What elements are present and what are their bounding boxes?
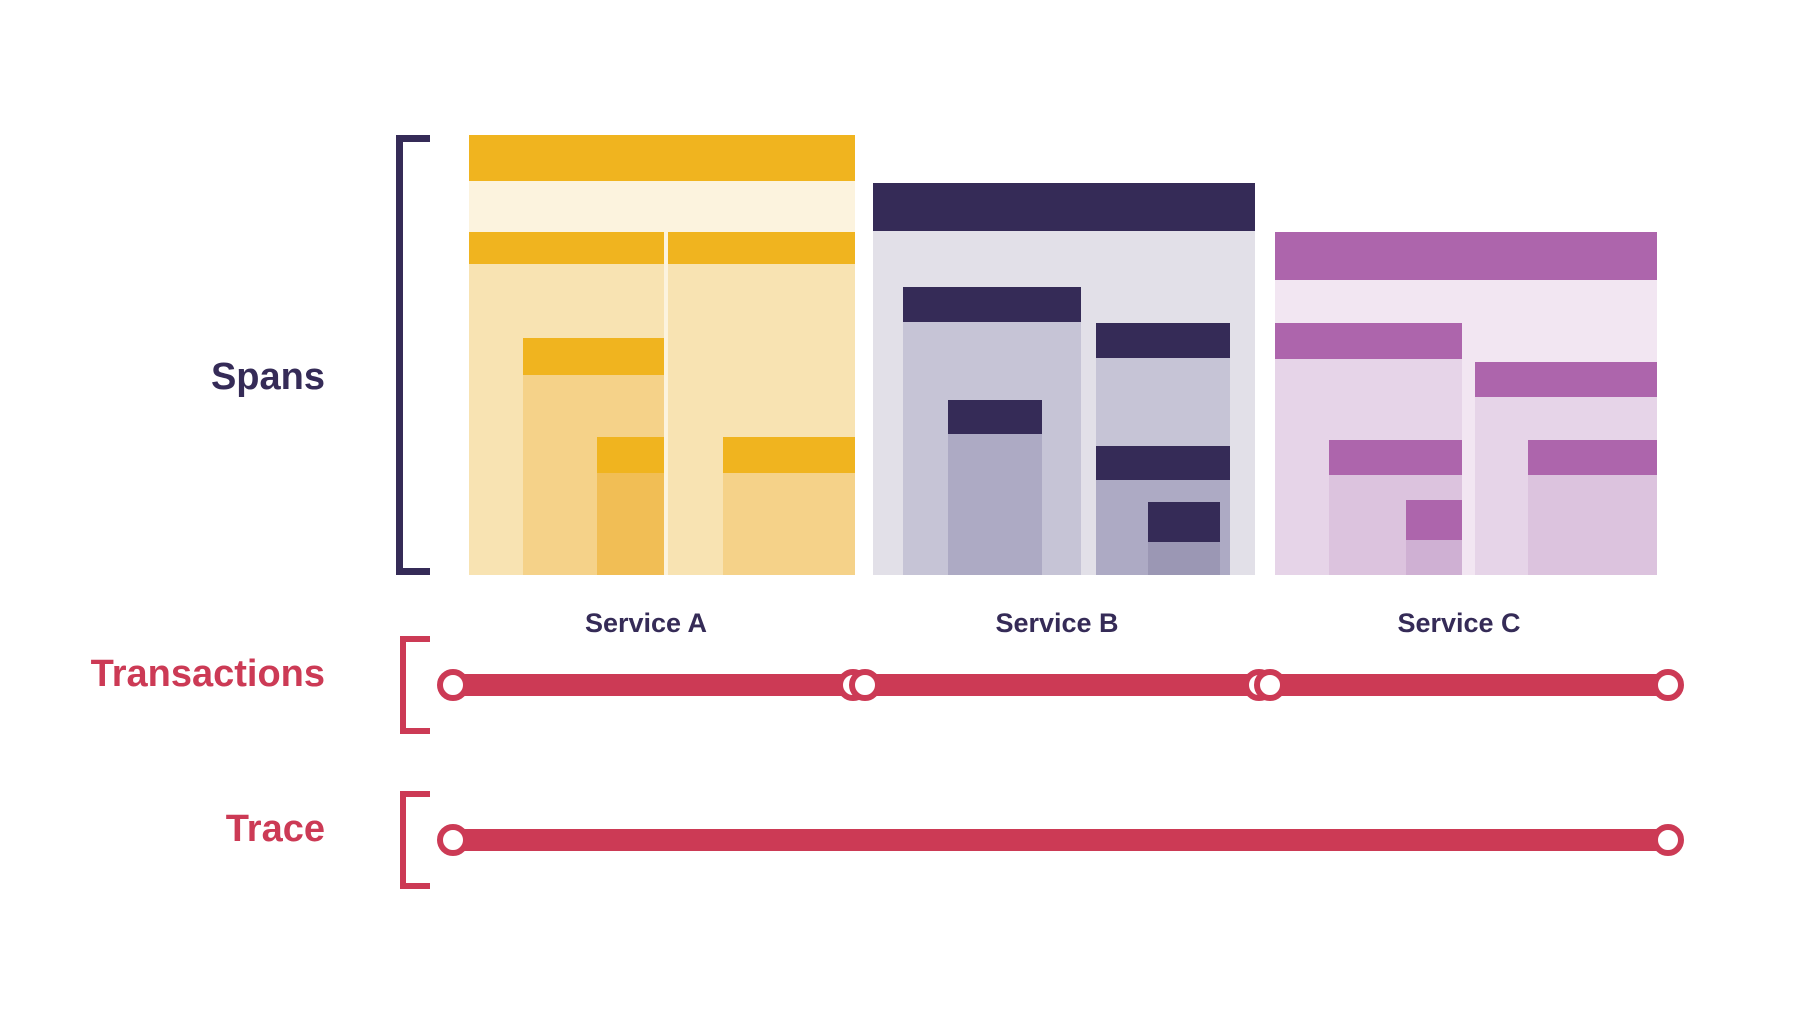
transaction-line-transaction-a <box>453 674 853 696</box>
trace-line-trace-full <box>453 829 1668 851</box>
span-c-grandchild-2 <box>1528 440 1657 575</box>
trace-row-label: Trace <box>225 808 325 850</box>
span-head-a-grandchild-2 <box>723 437 855 473</box>
span-head-b-greatgrandchild-1 <box>1148 502 1220 542</box>
span-head-a-greatgrandchild-1 <box>597 437 664 473</box>
span-head-a-child-2 <box>668 232 855 264</box>
transactions-timeline <box>0 655 1800 715</box>
span-head-c-greatgrandchild-1 <box>1406 500 1462 540</box>
trace-start-dot-trace-full[interactable] <box>437 824 469 856</box>
span-head-a-child-1 <box>469 232 664 264</box>
service-caption-service-c: Service C <box>1397 608 1521 638</box>
span-b-grandchild-1 <box>948 400 1042 575</box>
span-head-b-grandchild-2 <box>1096 446 1230 480</box>
trace-bracket <box>400 791 430 889</box>
span-a-greatgrandchild-1 <box>597 437 664 575</box>
span-head-c-child-2 <box>1475 362 1657 397</box>
span-head-a-root <box>469 135 855 181</box>
span-head-c-grandchild-2 <box>1528 440 1657 475</box>
span-head-c-root <box>1275 232 1657 280</box>
service-caption-service-b: Service B <box>995 608 1119 638</box>
transaction-start-dot-transaction-a[interactable] <box>437 669 469 701</box>
span-head-b-root <box>873 183 1255 231</box>
trace-timeline <box>0 810 1800 870</box>
transaction-line-transaction-b <box>865 674 1259 696</box>
service-group-service-c <box>1275 0 1657 575</box>
service-group-service-a <box>469 0 855 575</box>
transactions-row-label: Transactions <box>90 653 325 695</box>
transaction-start-dot-transaction-b[interactable] <box>849 669 881 701</box>
span-head-b-grandchild-1 <box>948 400 1042 434</box>
span-head-c-child-1 <box>1275 323 1462 359</box>
span-head-b-child-1 <box>903 287 1081 322</box>
transactions-bracket <box>400 636 430 734</box>
span-b-greatgrandchild-1 <box>1148 502 1220 575</box>
spans-bracket <box>396 135 430 575</box>
span-head-a-grandchild-1 <box>523 338 664 375</box>
span-c-greatgrandchild-1 <box>1406 500 1462 575</box>
trace-end-dot-trace-full[interactable] <box>1652 824 1684 856</box>
spans-visualization <box>469 0 1657 575</box>
transaction-start-dot-transaction-c[interactable] <box>1254 669 1286 701</box>
span-a-grandchild-2 <box>723 437 855 575</box>
service-caption-service-a: Service A <box>584 608 708 638</box>
span-head-c-grandchild-1 <box>1329 440 1462 475</box>
transaction-end-dot-transaction-c[interactable] <box>1652 669 1684 701</box>
spans-row-label: Spans <box>210 356 325 398</box>
span-head-b-child-2 <box>1096 323 1230 358</box>
service-group-service-b <box>873 0 1255 575</box>
transaction-line-transaction-c <box>1270 674 1668 696</box>
